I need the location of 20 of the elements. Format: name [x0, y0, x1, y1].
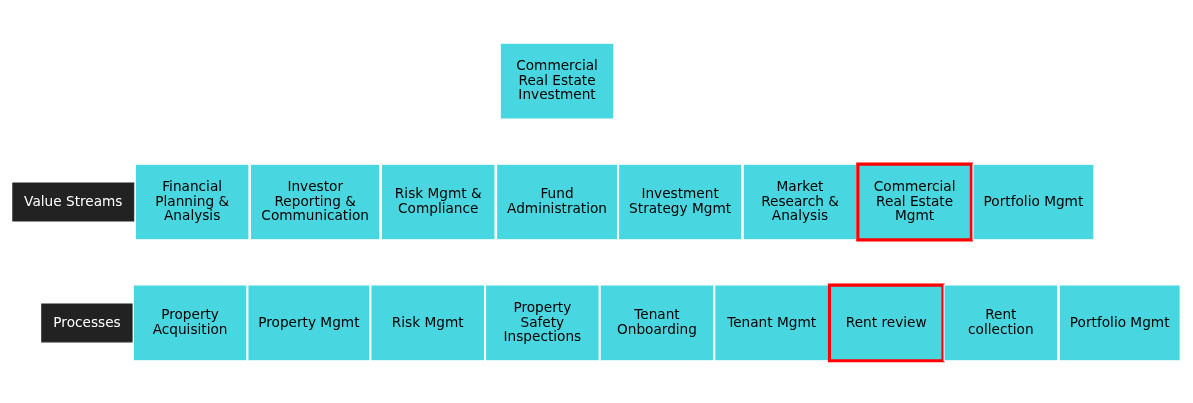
node-box: Tenant Mgmt [714, 284, 829, 361]
node-box: Fund Administration [496, 163, 619, 240]
node-box: Risk Mgmt [370, 284, 486, 361]
node-box: Rent collection [943, 284, 1059, 361]
node-box: Market Research & Analysis [742, 163, 858, 240]
node-box: Risk Mgmt & Compliance [380, 163, 496, 240]
node-box: Value Streams [12, 182, 135, 221]
node-box: Property Acquisition [132, 284, 248, 361]
node-box: Tenant Onboarding [599, 284, 715, 361]
node-box: Rent review [827, 283, 945, 362]
node-box: Investment Strategy Mgmt [618, 163, 743, 240]
node-box: Portfolio Mgmt [1058, 284, 1181, 361]
node-box: Commercial Real Estate Investment [499, 42, 615, 119]
node-box: Portfolio Mgmt [972, 163, 1095, 240]
node-box: Property Mgmt [247, 284, 371, 361]
node-box: Investor Reporting & Communication [250, 163, 381, 240]
node-box: Processes [41, 303, 133, 342]
node-box: Financial Planning & Analysis [134, 163, 250, 240]
node-box: Commercial Real Estate Mgmt [856, 162, 973, 241]
node-box: Property Safety Inspections [485, 284, 600, 361]
